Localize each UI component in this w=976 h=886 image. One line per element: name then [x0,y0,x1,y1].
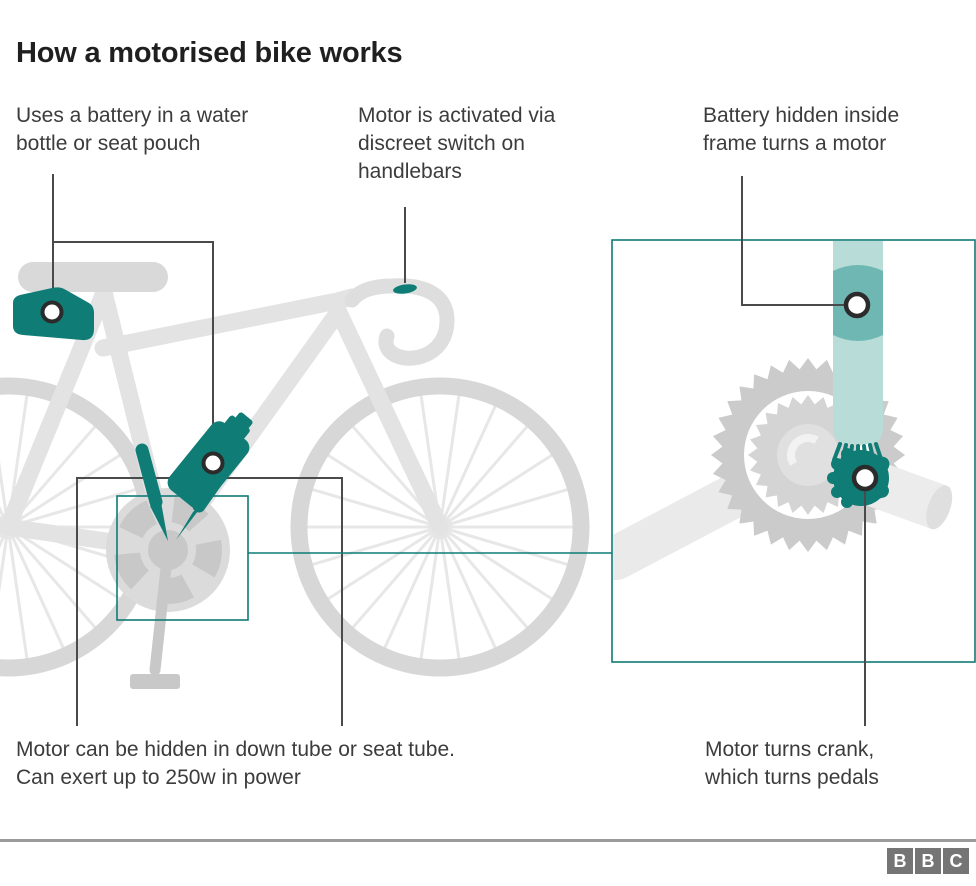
callout-frame-battery [843,291,871,319]
seat-tube-motor-icon [135,443,168,541]
page-title: How a motorised bike works [16,37,403,70]
detail-box [611,239,976,663]
annotation-switch: Motor is activated via discreet switch o… [358,104,556,183]
leader-water-bottle [53,241,214,452]
annotation-motor-hidden: Motor can be hidden in down tube or seat… [16,738,455,789]
handlebar [344,278,455,366]
saddle [18,262,168,292]
bbc-logo: B B C [887,848,969,874]
annotation-frame-battery: Battery hidden inside frame turns a moto… [703,104,900,155]
crank-assembly [106,488,230,689]
annotation-motor-crank: Motor turns crank, which turns pedals [705,738,879,789]
callout-motor [851,464,879,492]
footer-divider [0,839,976,842]
handlebar-switch-icon [393,284,417,294]
callout-markers [40,291,879,492]
pedal [130,674,180,689]
callout-seat-pouch [40,300,64,324]
callout-water-bottle [201,451,225,475]
down-tube-motor-icon [176,452,239,540]
leader-frame-battery [741,176,846,306]
bbc-logo-block: B [915,848,941,874]
zoom-source-box [116,495,249,621]
bbc-logo-block: C [943,848,969,874]
annotation-battery-location: Uses a battery in a water bottle or seat… [16,104,249,155]
detail-gear-hub [777,424,839,486]
detail-box-border [611,239,976,663]
detail-leader-lines [741,176,866,726]
bbc-logo-block: B [887,848,913,874]
